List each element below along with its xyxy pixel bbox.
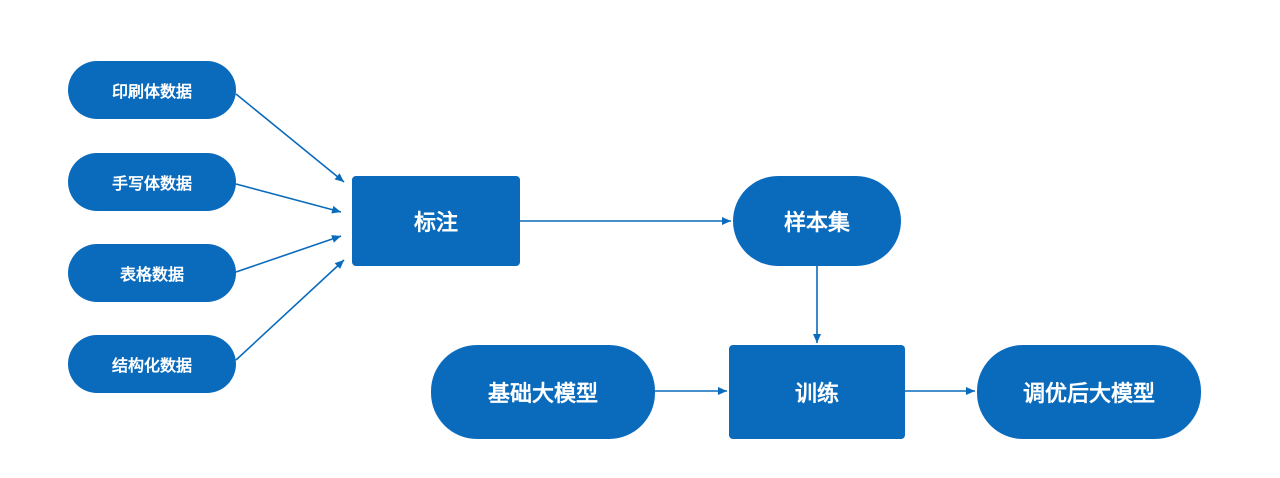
arrow-structured-to-annotation [235,259,345,361]
table-data-node: 表格数据 [68,244,236,302]
arrow-handwritten-to-annotation [235,183,342,214]
base-model-node: 基础大模型 [431,345,655,439]
arrow-table-to-annotation [235,235,342,273]
printed-data-node: 印刷体数据 [68,61,236,119]
structured-data-node: 结构化数据 [68,335,236,393]
sample-set-node: 样本集 [733,176,901,266]
tuned-model-node: 调优后大模型 [977,345,1201,439]
annotation-node: 标注 [352,176,520,266]
arrow-printed-to-annotation [235,93,345,183]
training-node: 训练 [729,345,905,439]
handwritten-data-node: 手写体数据 [68,153,236,211]
